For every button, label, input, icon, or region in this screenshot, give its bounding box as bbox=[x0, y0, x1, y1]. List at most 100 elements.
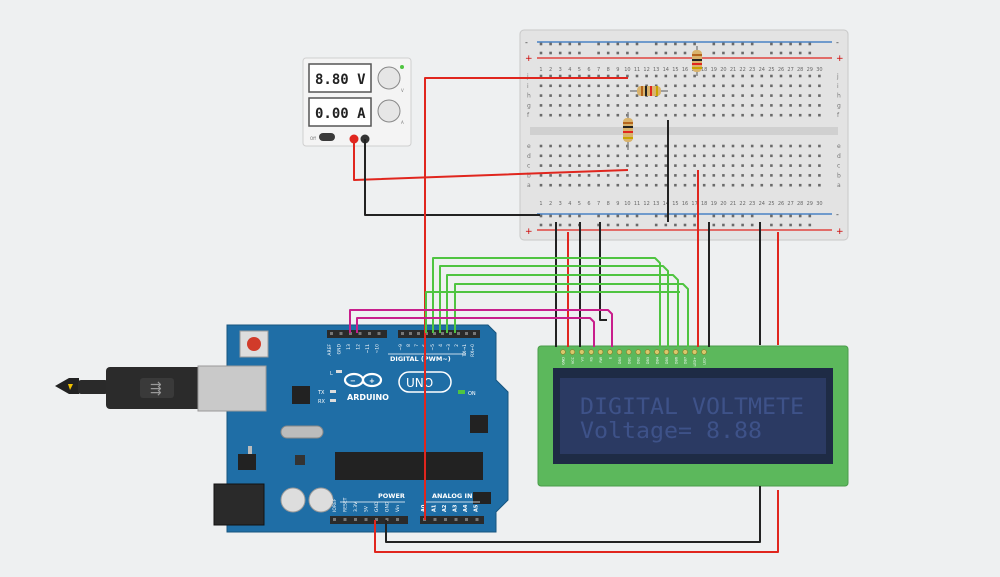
lcd-pin[interactable] bbox=[597, 349, 604, 355]
lcd-pin-label: E bbox=[609, 357, 613, 359]
lcd-pin-label: VCC bbox=[571, 356, 575, 364]
svg-text:−: − bbox=[350, 377, 356, 385]
column-number: 8 bbox=[607, 201, 610, 207]
lcd-pin[interactable] bbox=[673, 349, 679, 355]
lcd-pin-label: V0 bbox=[580, 357, 584, 361]
lcd-pin[interactable] bbox=[701, 349, 707, 355]
column-number: 4 bbox=[568, 67, 571, 73]
pin-label: 2 bbox=[454, 344, 460, 347]
pin-label: 4 bbox=[438, 344, 444, 347]
usb-b-port[interactable] bbox=[197, 365, 267, 412]
column-number: 24 bbox=[759, 67, 765, 73]
tx-label: TX bbox=[317, 390, 325, 396]
column-number: 23 bbox=[749, 67, 755, 73]
column-number: 14 bbox=[663, 67, 669, 73]
current-knob[interactable] bbox=[377, 99, 401, 123]
digital-label: DIGITAL (PWM~) bbox=[390, 355, 451, 363]
column-number: 15 bbox=[672, 201, 678, 207]
current-display bbox=[308, 97, 372, 127]
lcd-pin[interactable] bbox=[635, 349, 641, 355]
column-number: 2 bbox=[549, 201, 552, 207]
lcd-pin[interactable] bbox=[654, 349, 660, 355]
power-label: POWER bbox=[378, 492, 405, 500]
resistor-r3[interactable] bbox=[623, 112, 633, 150]
rail-minus-label-tl: - bbox=[525, 38, 528, 47]
icsp-chip bbox=[470, 415, 488, 433]
header-top-left bbox=[327, 330, 387, 338]
lcd-pin[interactable] bbox=[644, 349, 651, 355]
on-label: ON bbox=[468, 391, 476, 397]
barrel-jack[interactable] bbox=[213, 483, 265, 526]
pin-label: 12 bbox=[356, 344, 362, 350]
lcd-pin-label: DB0 bbox=[618, 357, 622, 364]
rail-minus-label-br: - bbox=[836, 210, 839, 219]
column-number: 23 bbox=[749, 201, 755, 207]
column-number: 10 bbox=[624, 201, 630, 207]
pin-label: A4 bbox=[463, 504, 469, 512]
pin-label: TX→1 bbox=[462, 344, 468, 358]
row-letter: a bbox=[837, 182, 841, 189]
lcd-pin-label: GND bbox=[562, 357, 566, 365]
reset-button[interactable] bbox=[239, 330, 269, 358]
lcd-pin[interactable] bbox=[616, 349, 623, 355]
lcd-pin[interactable] bbox=[682, 349, 688, 355]
column-number: 9 bbox=[616, 67, 619, 73]
column-number: 19 bbox=[711, 67, 717, 73]
column-number: 16 bbox=[682, 201, 688, 207]
lcd-pin[interactable] bbox=[663, 349, 670, 355]
lcd-pin[interactable] bbox=[579, 349, 585, 355]
pin-label: Vin bbox=[395, 505, 401, 512]
lcd-pin[interactable] bbox=[691, 349, 698, 355]
pin-label: A3 bbox=[453, 504, 459, 512]
resistor-r1[interactable] bbox=[692, 46, 702, 76]
lcd-pin[interactable] bbox=[607, 349, 613, 355]
wires bbox=[349, 77, 779, 553]
lcd-screen bbox=[560, 378, 826, 454]
header-power bbox=[330, 516, 408, 524]
lcd-pin-label: RW bbox=[599, 356, 603, 362]
column-number: 22 bbox=[739, 201, 745, 207]
column-number: 18 bbox=[701, 67, 707, 73]
power-switch[interactable] bbox=[319, 133, 335, 141]
row-letter: h bbox=[837, 93, 841, 100]
lcd-pin-label: DB1 bbox=[627, 357, 631, 364]
pin-label: GND bbox=[374, 501, 380, 512]
lcd-pin-label: DB2 bbox=[637, 357, 641, 364]
wire-lcd-k bbox=[599, 222, 607, 321]
row-letter: b bbox=[527, 172, 531, 179]
lcd-pin-label: LED+ bbox=[693, 357, 697, 367]
column-number: 22 bbox=[739, 67, 745, 73]
rail-plus-label-tl: + bbox=[525, 54, 533, 64]
lcd-pin[interactable] bbox=[588, 349, 594, 355]
lcd-pin[interactable] bbox=[569, 349, 576, 355]
column-number: 29 bbox=[807, 67, 813, 73]
lcd-pin[interactable] bbox=[560, 349, 566, 355]
power-supply[interactable]: 8.80 V 0.00 A V A Off bbox=[302, 57, 412, 147]
pin-label: 3.3V bbox=[353, 501, 359, 512]
voltage-readout: 8.80 V bbox=[315, 72, 366, 88]
lcd-pin[interactable] bbox=[626, 349, 632, 355]
pin-label: ~10 bbox=[375, 344, 381, 354]
header-analog bbox=[420, 516, 484, 524]
wire-supply-negative bbox=[364, 139, 540, 216]
column-number: 29 bbox=[807, 201, 813, 207]
pin-label: 13 bbox=[346, 344, 352, 350]
rail-plus-label-tr: + bbox=[836, 54, 844, 64]
row-letter: e bbox=[527, 143, 531, 150]
voltage-knob[interactable] bbox=[377, 66, 401, 90]
column-number: 19 bbox=[711, 201, 717, 207]
model-label: UNO bbox=[406, 376, 433, 390]
column-number: 12 bbox=[643, 67, 649, 73]
knob-v-label: V bbox=[401, 88, 404, 93]
column-number: 28 bbox=[797, 201, 803, 207]
column-number: 24 bbox=[759, 201, 765, 207]
analog-label: ANALOG IN bbox=[432, 492, 472, 500]
column-number: 4 bbox=[568, 201, 571, 207]
resistor-r2[interactable] bbox=[630, 86, 668, 96]
row-letter: g bbox=[527, 102, 531, 109]
on-led bbox=[458, 390, 465, 394]
column-number: 11 bbox=[634, 67, 640, 73]
